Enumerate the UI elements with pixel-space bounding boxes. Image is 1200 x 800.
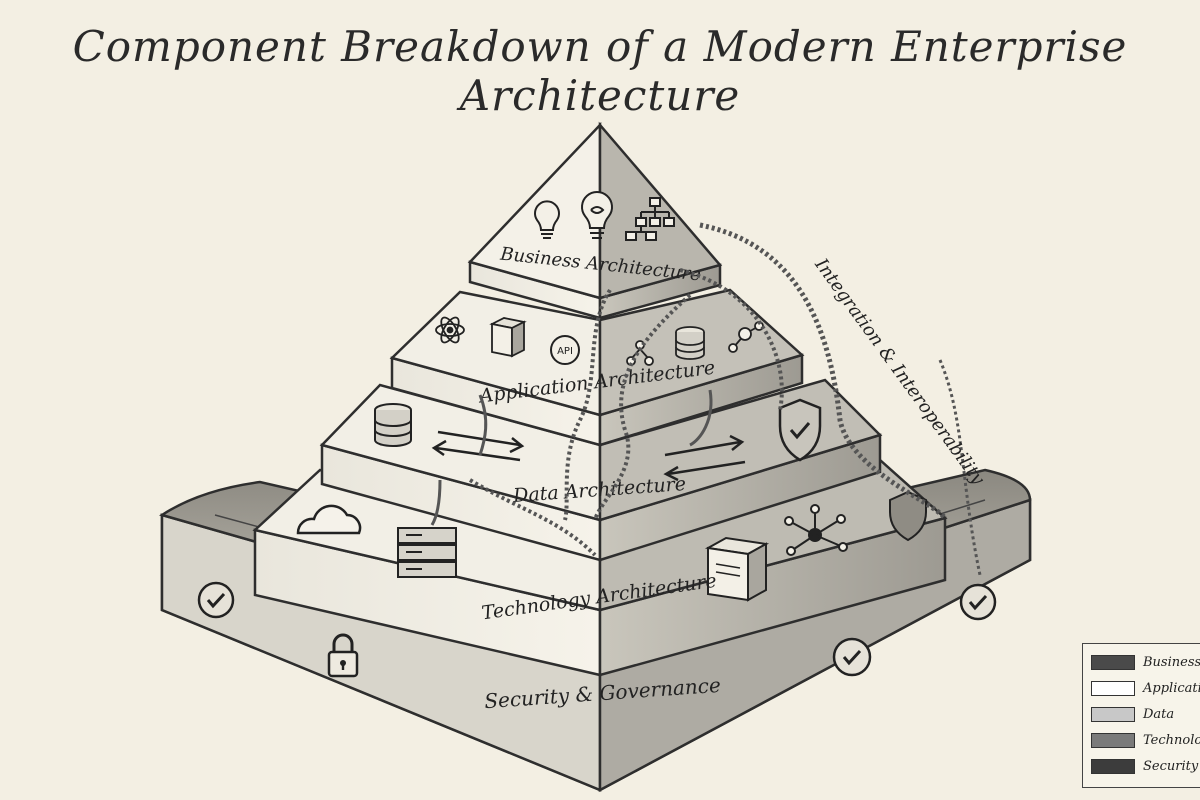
legend: Business Application Data Technology Sec…: [1082, 643, 1200, 788]
server-box-icon: [704, 536, 770, 602]
technology-tier: Technology Architecture: [252, 458, 948, 677]
legend-label: Business: [1143, 654, 1200, 670]
lock-icon: [327, 633, 359, 678]
legend-swatch-business: [1091, 654, 1135, 670]
atom-icon: [435, 316, 465, 344]
legend-label: Data: [1143, 706, 1175, 722]
server-stack-icon: [397, 527, 457, 578]
shield-icon: [889, 490, 927, 542]
node-graph-icon: [728, 321, 764, 353]
sync-arrows-icon: [663, 434, 746, 482]
data-tier: Data Architecture: [319, 378, 883, 562]
database-icon: [374, 403, 412, 447]
check-badge-icon: [832, 637, 872, 677]
page-title: Component Breakdown of a Modern Enterpri…: [72, 22, 1128, 120]
api-icon: API: [550, 335, 580, 365]
legend-label: Security & Governance: [1143, 758, 1200, 774]
legend-label: Technology: [1143, 732, 1200, 748]
legend-label: Application: [1143, 680, 1200, 696]
container-box-icon: [489, 317, 527, 358]
application-tier: API Application Architecture: [389, 288, 805, 447]
business-tier: Business Architecture: [467, 121, 723, 320]
lightbulb-idea-icon: [581, 191, 613, 239]
legend-swatch-security: [1091, 758, 1135, 774]
integration-ropes: [430, 222, 982, 576]
lightbulb-icon: [534, 200, 560, 239]
legend-swatch-application: [1091, 680, 1135, 696]
legend-swatch-technology: [1091, 732, 1135, 748]
check-badge-icon: [959, 583, 997, 621]
legend-item: Technology: [1091, 729, 1200, 751]
legend-swatch-data: [1091, 706, 1135, 722]
database-icon: [675, 326, 705, 360]
check-badge-icon: [197, 581, 235, 619]
org-chart-icon: [625, 197, 675, 241]
network-hub-icon: [784, 504, 848, 556]
legend-item: Application: [1091, 677, 1200, 699]
sync-arrows-icon: [431, 430, 525, 462]
legend-item: Security & Governance: [1091, 755, 1200, 777]
shield-check-icon: [778, 398, 822, 462]
api-label: API: [557, 346, 573, 357]
cloud-icon: [296, 504, 362, 535]
legend-item: Business: [1091, 651, 1200, 673]
legend-item: Data: [1091, 703, 1200, 725]
